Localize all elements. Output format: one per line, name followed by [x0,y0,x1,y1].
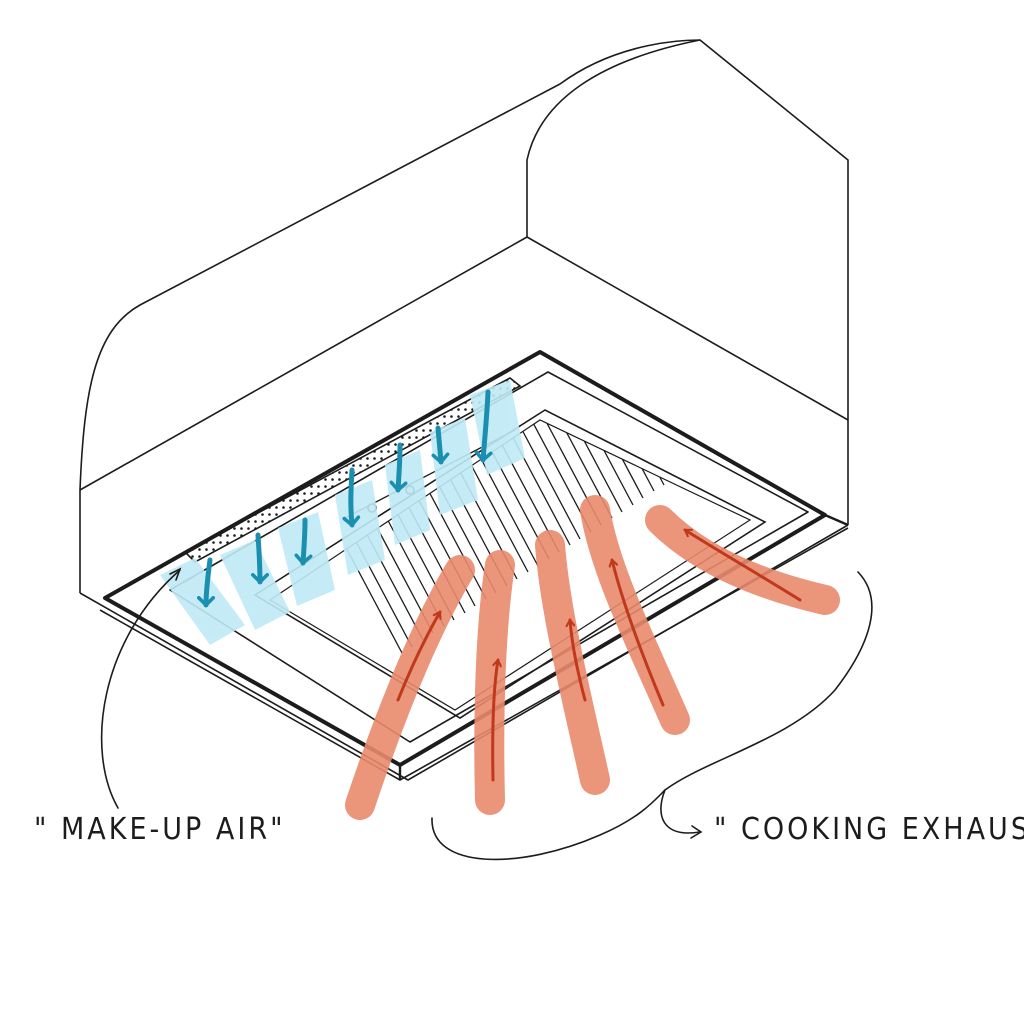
up-arrow-icon [396,612,440,702]
up-arrow-icon [570,620,587,702]
down-arrow-icon [197,557,216,608]
down-arrow-icon [342,467,361,528]
make-up-air-label: " MAKE-UP AIR" [34,812,286,847]
exhaust-band [474,550,515,815]
exhaust-band [535,530,610,795]
down-arrow-icon [294,517,313,566]
cooking-exhaust-label: " COOKING EXHAUST" [714,812,1024,847]
exhaust-band [645,505,840,615]
air-band [335,480,385,575]
hood-bottom-frame [99,350,849,781]
down-arrow-icon [250,532,269,585]
up-arrow-icon [685,528,802,602]
exhaust-band [345,555,475,820]
make-up-air-leader [100,567,182,809]
down-arrow-icon [431,425,450,465]
air-band [385,450,430,545]
make-up-air-flow [160,380,525,645]
air-band [430,418,478,515]
down-arrow-icon [389,442,408,493]
down-arrow-icon [474,389,493,463]
air-band [220,540,290,630]
cooking-exhaust-leader [431,571,873,861]
up-arrow-icon [491,660,498,782]
up-arrow-icon [612,560,665,707]
cooking-exhaust-flow [345,495,840,820]
